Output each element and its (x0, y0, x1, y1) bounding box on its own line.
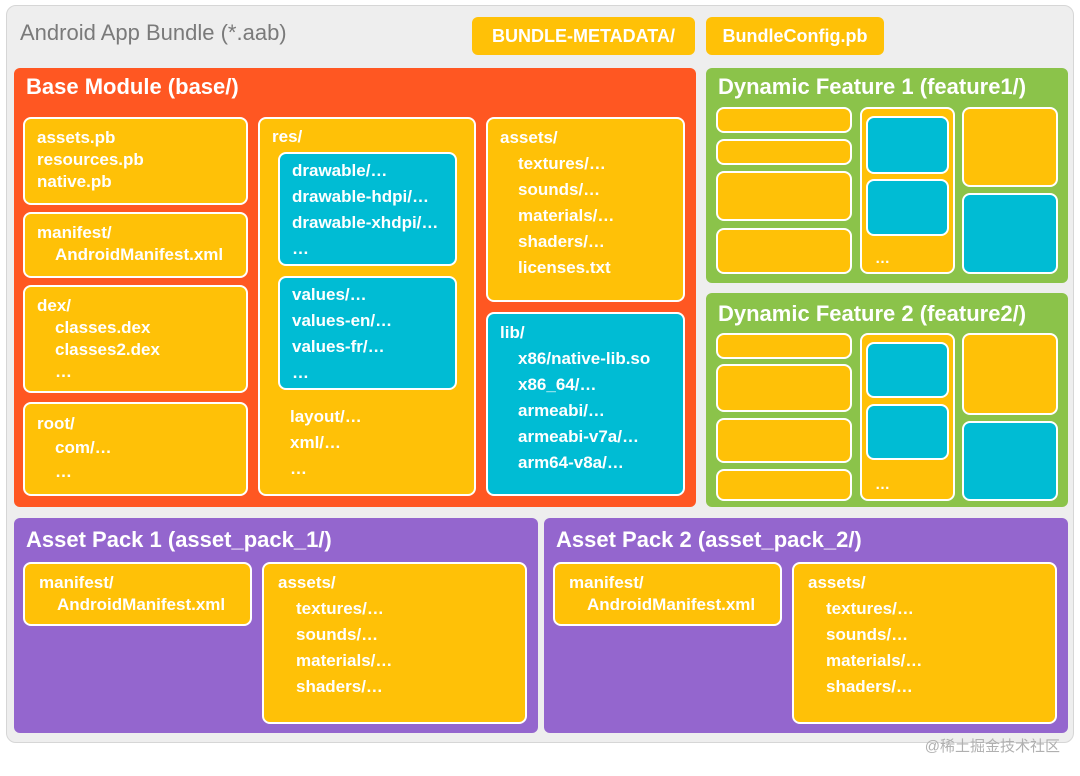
file-item: values/… (292, 285, 367, 304)
feature1-ellipsis: … (875, 250, 890, 267)
file-item: sounds/… (826, 625, 909, 644)
ellipsis: … (290, 459, 307, 478)
feature2-block (716, 469, 852, 501)
folder-label: assets/ (278, 573, 336, 592)
pack2-manifest-box: manifest/ AndroidManifest.xml (553, 562, 782, 626)
feature2-subfolder (962, 421, 1058, 501)
file-item: sounds/… (518, 180, 601, 199)
file-item: licenses.txt (518, 258, 611, 277)
base-module-title: Base Module (base/) (26, 74, 239, 99)
asset-pack-2-title: Asset Pack 2 (asset_pack_2/) (556, 527, 862, 552)
file-item: shaders/… (518, 232, 605, 251)
file-item: com/… (55, 438, 112, 457)
base-dex-box: dex/ classes.dex classes2.dex … (23, 285, 248, 393)
file-item: materials/… (296, 651, 393, 670)
base-assets-box: assets/ textures/… sounds/… materials/… … (486, 117, 685, 302)
file-item: armeabi/… (518, 401, 605, 420)
base-pb-files-box: assets.pb resources.pb native.pb (23, 117, 248, 205)
file-item: assets.pb (37, 128, 116, 147)
file-item: AndroidManifest.xml (587, 595, 756, 614)
file-item: AndroidManifest.xml (55, 245, 224, 264)
feature2-block (962, 333, 1058, 415)
folder-label: manifest/ (569, 573, 644, 592)
pack2-assets-box: assets/ textures/… sounds/… materials/… … (792, 562, 1057, 724)
bundle-metadata-tag: BUNDLE-METADATA/ (472, 17, 695, 55)
res-values-box: values/… values-en/… values-fr/… … (278, 276, 457, 390)
file-item: materials/… (826, 651, 923, 670)
file-item: xml/… (290, 433, 342, 452)
file-item: textures/… (826, 599, 914, 618)
file-item: drawable-hdpi/… (292, 187, 429, 206)
feature1-block (716, 139, 852, 165)
feature2-subfolder (866, 342, 949, 398)
folder-label: lib/ (500, 323, 525, 342)
file-item: AndroidManifest.xml (57, 595, 226, 614)
feature1-block (716, 107, 852, 133)
file-item: drawable-xhdpi/… (292, 213, 439, 232)
base-manifest-box: manifest/ AndroidManifest.xml (23, 212, 248, 278)
feature2-block (716, 364, 852, 412)
bundle-title: Android App Bundle (*.aab) (20, 20, 287, 45)
res-other-list: layout/… xml/… … (290, 404, 362, 482)
res-folder-label: res/ (272, 127, 303, 146)
pack1-manifest-box: manifest/ AndroidManifest.xml (23, 562, 252, 626)
folder-label: manifest/ (37, 223, 112, 242)
feature1-block (716, 228, 852, 274)
file-item: armeabi-v7a/… (518, 427, 639, 446)
file-item: arm64-v8a/… (518, 453, 624, 472)
feature1-block (716, 171, 852, 221)
feature2-title: Dynamic Feature 2 (feature2/) (718, 301, 1027, 326)
feature1-subfolder (866, 116, 949, 174)
file-item: sounds/… (296, 625, 379, 644)
file-item: x86/native-lib.so (518, 349, 651, 368)
file-item: resources.pb (37, 150, 144, 169)
file-item: classes.dex (55, 318, 151, 337)
asset-pack-1-title: Asset Pack 1 (asset_pack_1/) (26, 527, 332, 552)
file-item: shaders/… (826, 677, 913, 696)
watermark: @稀土掘金技术社区 (924, 738, 1060, 755)
file-item: values-fr/… (292, 337, 385, 356)
folder-label: assets/ (808, 573, 866, 592)
feature1-subfolder (866, 179, 949, 236)
feature2-block (716, 418, 852, 463)
folder-label: root/ (37, 414, 75, 433)
file-item: shaders/… (296, 677, 383, 696)
file-item: textures/… (296, 599, 384, 618)
file-item: native.pb (37, 172, 112, 191)
folder-label: assets/ (500, 128, 558, 147)
res-drawable-box: drawable/… drawable-hdpi/… drawable-xhdp… (278, 152, 457, 266)
feature1-title: Dynamic Feature 1 (feature1/) (718, 74, 1027, 99)
feature2-block (716, 333, 852, 359)
file-item: materials/… (518, 206, 615, 225)
ellipsis: … (55, 462, 72, 481)
feature1-block (962, 107, 1058, 187)
file-item: layout/… (290, 407, 362, 426)
file-item: classes2.dex (55, 340, 160, 359)
folder-label: manifest/ (39, 573, 114, 592)
bundle-config-tag: BundleConfig.pb (706, 17, 884, 55)
pack1-assets-box: assets/ textures/… sounds/… materials/… … (262, 562, 527, 724)
feature1-subfolder (962, 193, 1058, 274)
base-root-box: root/ com/… … (23, 402, 248, 496)
file-item: textures/… (518, 154, 606, 173)
base-lib-box: lib/ x86/native-lib.so x86_64/… armeabi/… (486, 312, 685, 496)
feature2-ellipsis: … (875, 476, 890, 493)
ellipsis: … (292, 239, 309, 258)
file-item: x86_64/… (518, 375, 597, 394)
ellipsis: … (55, 362, 72, 381)
ellipsis: … (292, 363, 309, 382)
folder-label: dex/ (37, 296, 72, 315)
file-item: drawable/… (292, 161, 388, 180)
feature2-subfolder (866, 404, 949, 460)
file-item: values-en/… (292, 311, 393, 330)
